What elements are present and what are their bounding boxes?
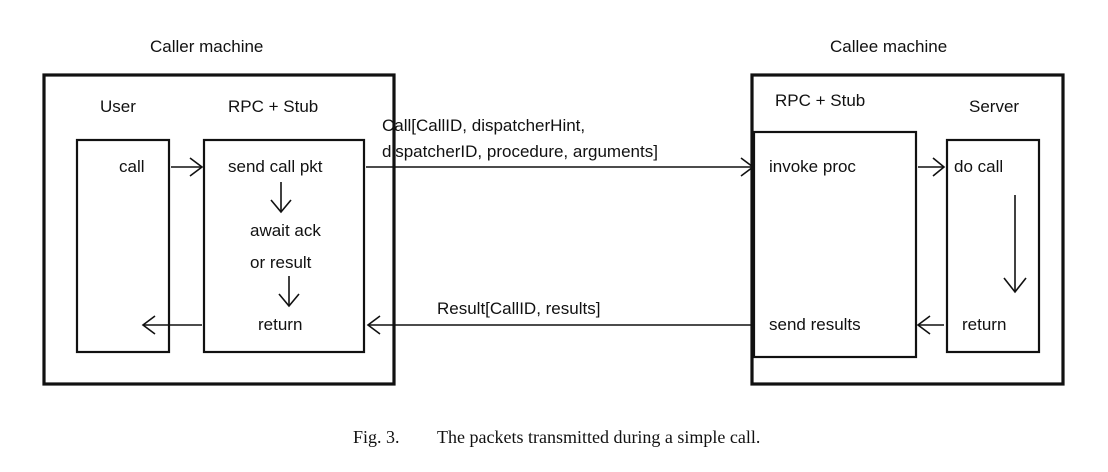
callee-return-text: return xyxy=(962,315,1006,334)
send-to-await-arrow xyxy=(270,182,292,214)
callee-machine-title: Callee machine xyxy=(830,37,947,56)
callee-server-box xyxy=(945,138,1041,354)
caller-user-box xyxy=(75,138,171,354)
user-call-text: call xyxy=(119,157,145,176)
callee-stub-label: RPC + Stub xyxy=(775,91,865,110)
server-processing-arrow xyxy=(1003,195,1027,294)
result-packet-arrow xyxy=(366,315,753,335)
await-ack-text: await ack xyxy=(250,221,321,240)
caller-stub-box xyxy=(202,138,366,354)
await-to-return-arrow xyxy=(278,276,300,308)
caller-machine-title: Caller machine xyxy=(150,37,263,56)
figure-number: Fig. 3. xyxy=(353,427,400,447)
or-result-text: or result xyxy=(250,253,312,272)
callee-stub-box xyxy=(752,130,918,359)
result-packet-label: Result[CallID, results] xyxy=(437,299,600,318)
call-packet-line1: Call[CallID, dispatcherHint, xyxy=(382,116,585,135)
invoke-proc-text: invoke proc xyxy=(769,157,856,176)
figure-caption: Fig. 3. The packets transmitted during a … xyxy=(353,427,760,447)
callee-server-label: Server xyxy=(969,97,1019,116)
caller-machine-box xyxy=(42,73,396,386)
server-to-stub-return-arrow xyxy=(916,315,944,335)
caller-stub-label: RPC + Stub xyxy=(228,97,318,116)
do-call-text: do call xyxy=(954,157,1003,176)
stub-to-user-return-arrow xyxy=(141,315,202,335)
send-call-pkt-text: send call pkt xyxy=(228,157,323,176)
call-packet-line2: dispatcherID, procedure, arguments] xyxy=(382,142,658,161)
caller-return-text: return xyxy=(258,315,302,334)
send-results-text: send results xyxy=(769,315,861,334)
figure-caption-text: The packets transmitted during a simple … xyxy=(437,427,760,447)
stub-to-server-arrow xyxy=(918,157,946,177)
caller-user-label: User xyxy=(100,97,136,116)
callee-machine-box xyxy=(750,73,1065,386)
user-to-stub-arrow xyxy=(171,157,204,177)
